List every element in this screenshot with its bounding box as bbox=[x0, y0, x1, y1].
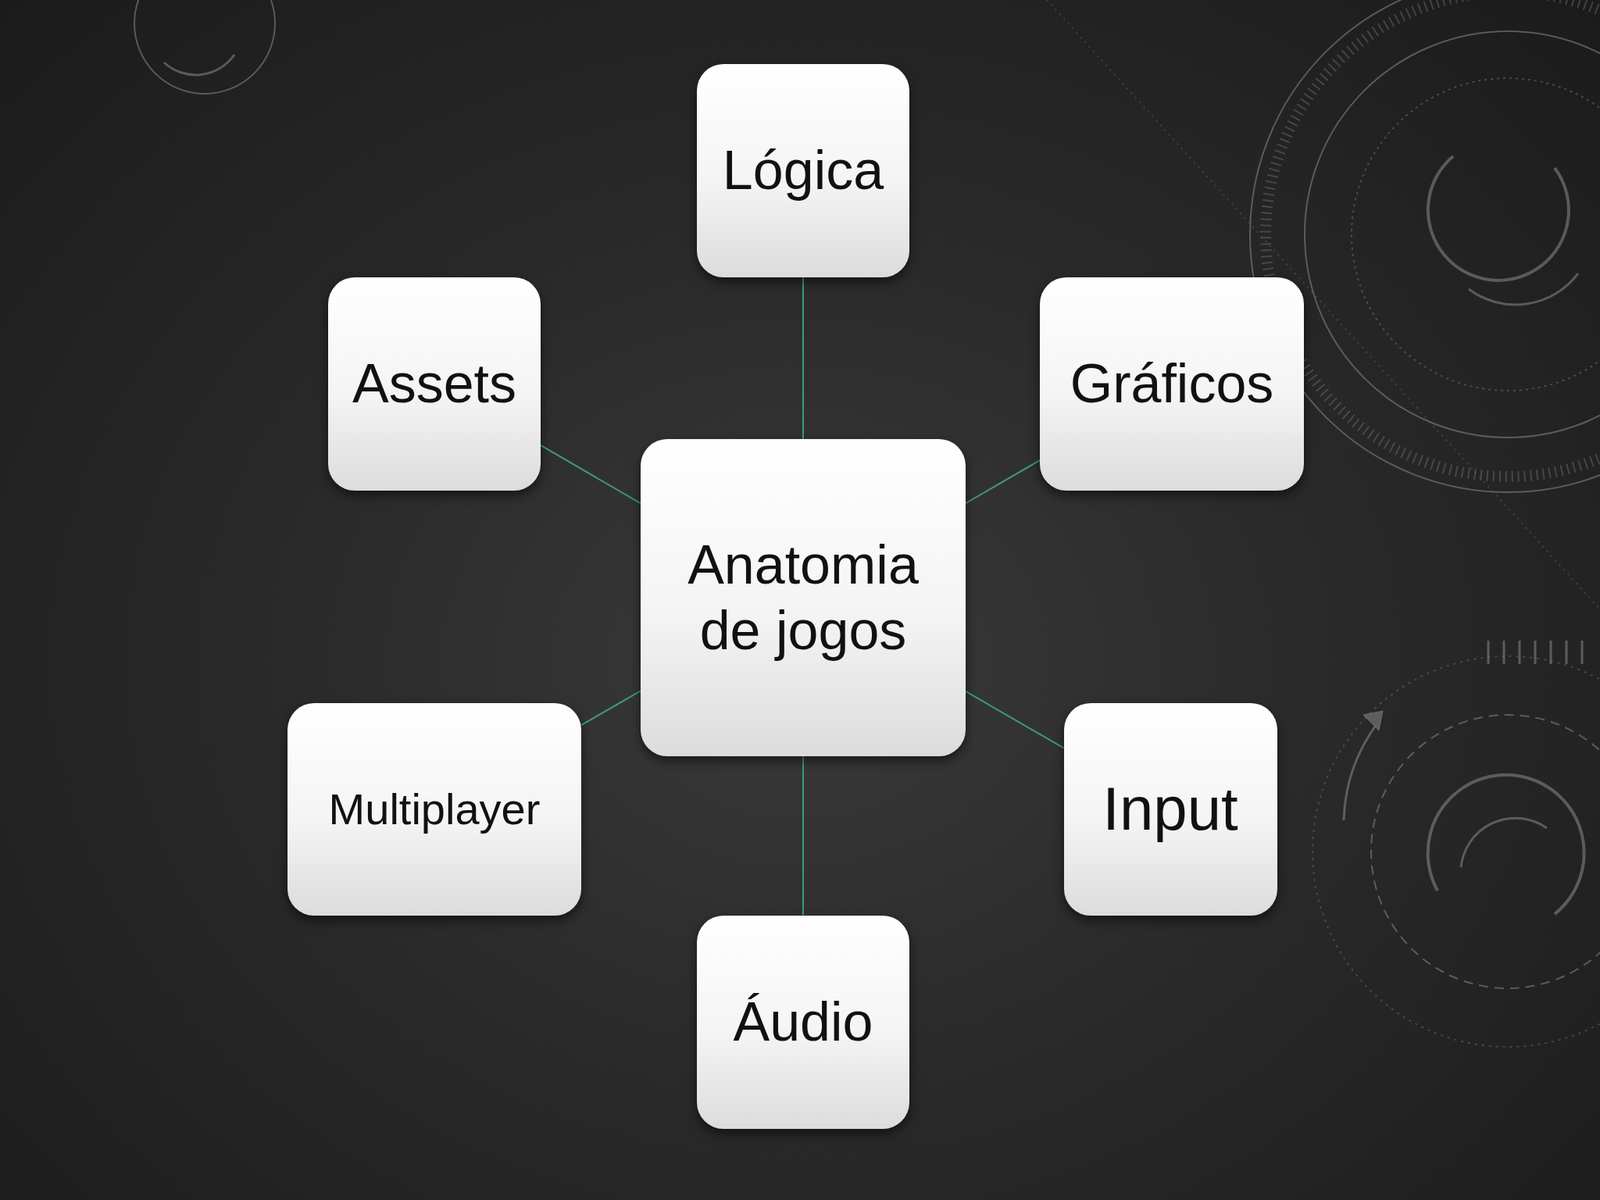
topic-label: Input bbox=[1102, 772, 1238, 847]
connector-line bbox=[965, 691, 1065, 748]
topic-label: Lógica bbox=[722, 137, 884, 204]
topic-label: Multiplayer bbox=[328, 782, 541, 836]
topic-box: Lógica bbox=[696, 64, 910, 278]
topic-label: Anatomia de jogos bbox=[659, 532, 947, 664]
topic-box: Áudio bbox=[696, 915, 910, 1129]
connector-line bbox=[581, 690, 641, 725]
connector-line bbox=[802, 756, 804, 916]
topic-box: Input bbox=[1064, 703, 1278, 916]
topic-label: Áudio bbox=[732, 989, 873, 1055]
central-topic-box: Anatomia de jogos bbox=[640, 439, 966, 757]
topic-label: Gráficos bbox=[1070, 350, 1275, 417]
topic-box: Multiplayer bbox=[287, 703, 582, 916]
connector-line bbox=[802, 277, 804, 440]
connector-line bbox=[540, 445, 641, 504]
topic-box: Gráficos bbox=[1039, 277, 1304, 491]
connector-line bbox=[965, 460, 1040, 504]
topic-label: Assets bbox=[352, 350, 517, 417]
topic-box: Assets bbox=[328, 277, 541, 491]
